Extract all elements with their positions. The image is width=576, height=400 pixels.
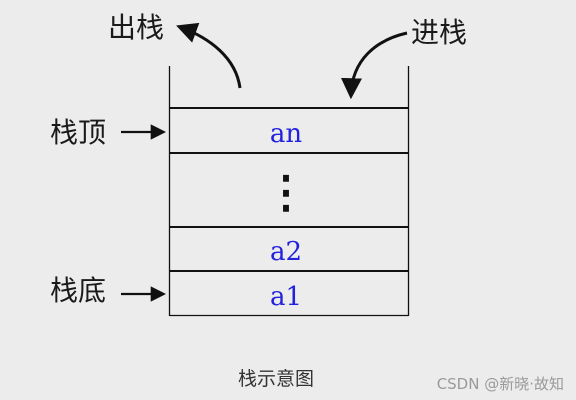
label-pop: 出栈 (108, 11, 164, 44)
watermark-text: CSDN @新晓·故知 (437, 375, 564, 393)
label-top: 栈顶 (50, 116, 106, 149)
stack-cell-dividers (169, 107, 409, 272)
cell-an: an (270, 119, 303, 149)
cell-a1: a1 (270, 282, 302, 312)
curved-arrow-down-icon (340, 31, 408, 100)
cell-a2: a2 (270, 237, 302, 267)
curved-arrow-up-left-icon (176, 22, 242, 89)
label-bottom: 栈底 (50, 274, 106, 307)
label-push: 进栈 (411, 16, 467, 49)
diagram-caption: 栈示意图 (238, 368, 314, 390)
cell-ellipsis: ⋮ (264, 167, 308, 218)
